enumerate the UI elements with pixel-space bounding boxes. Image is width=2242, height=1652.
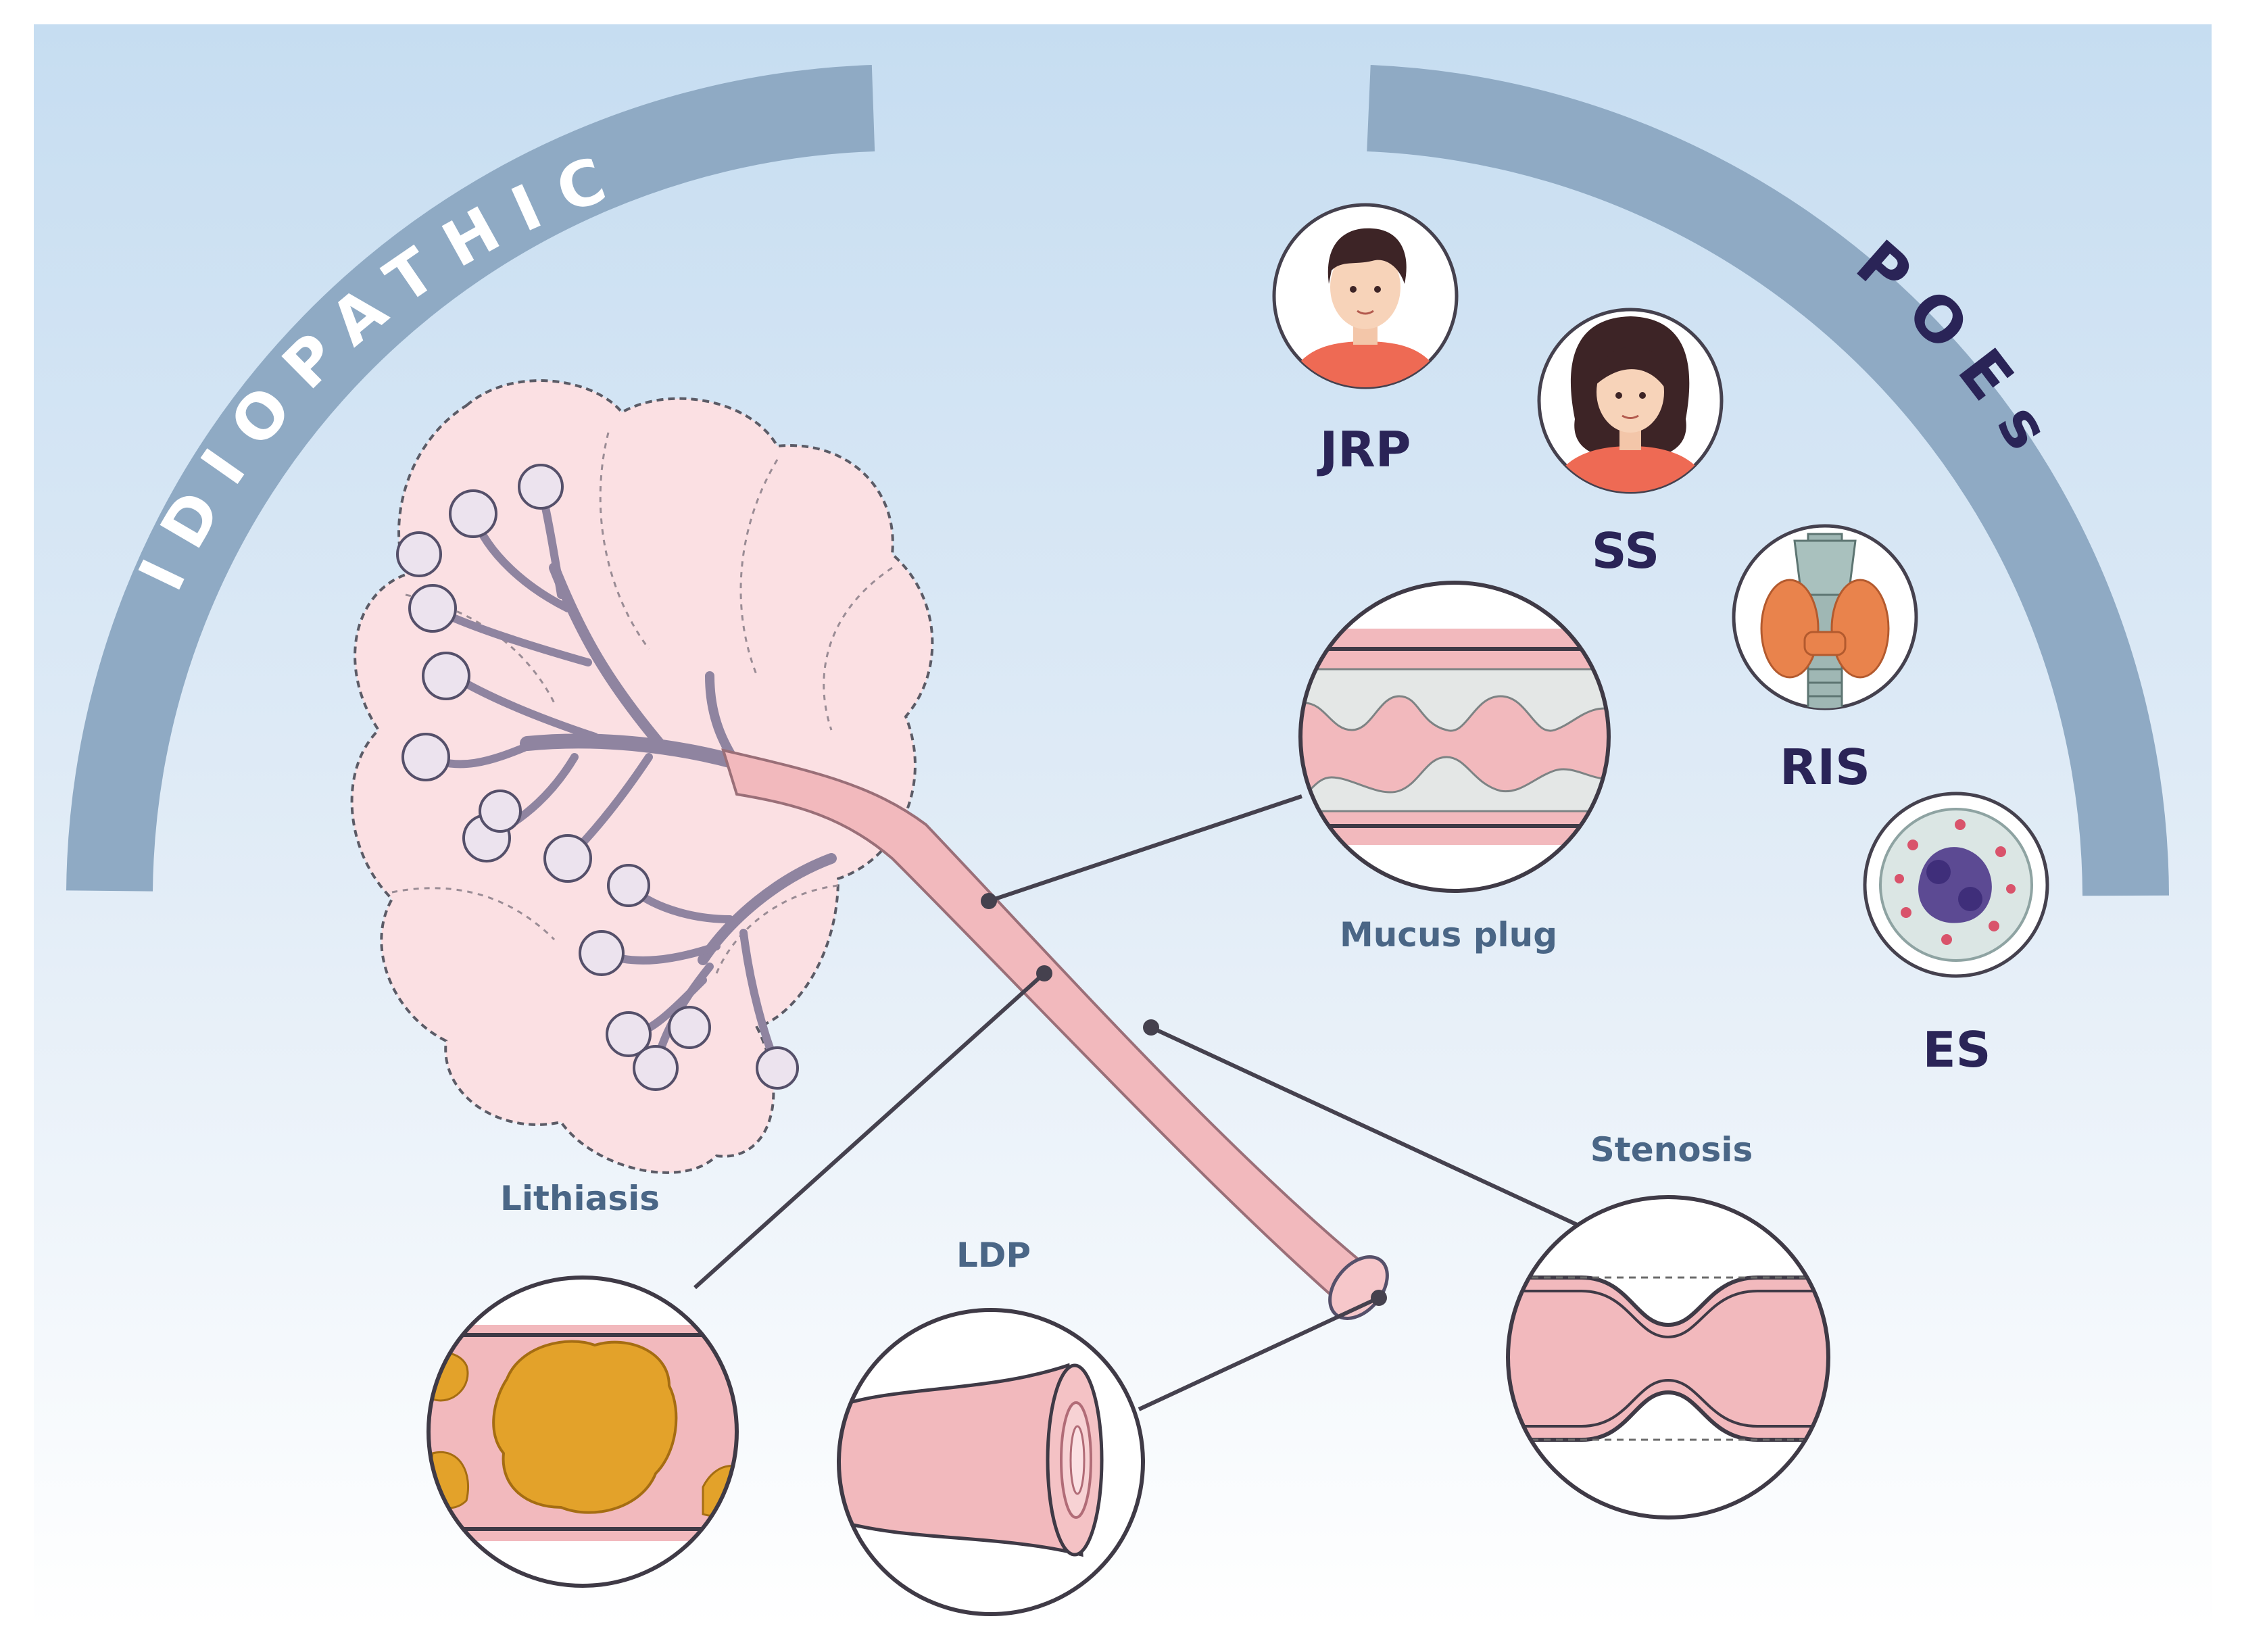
acini [396,464,799,1091]
connector-lines [693,794,1583,1411]
eosinophil-cell-icon [1879,808,2033,962]
ris-label: RIS [1780,739,1870,796]
stone-large [492,1340,678,1514]
idiopathic-arc [66,65,875,892]
ss-label: SS [1592,523,1659,579]
ris-avatar [1732,524,1918,710]
salivary-gland-illustration [350,379,934,1174]
connector-dots [981,893,1387,1306]
gland-lobes [350,379,934,1174]
thyroid-larynx-icon [1760,533,1890,708]
mucus-plug-label: Mucus plug [1340,915,1557,954]
lithiasis-label: Lithiasis [500,1179,660,1218]
lithiasis-magnifier [427,1276,739,1588]
ldp-label: LDP [956,1236,1031,1275]
poes-arc [1367,65,2169,896]
mucus-plug-magnifier [1298,581,1611,893]
ldp-magnifier [837,1308,1145,1616]
mucus-plug-shape [1303,668,1609,732]
es-avatar [1863,792,2049,978]
stenosis-label: Stenosis [1590,1130,1753,1169]
stenosis-magnifier [1506,1195,1830,1520]
jrp-label: JRP [1317,421,1411,478]
es-label: ES [1922,1021,1991,1078]
